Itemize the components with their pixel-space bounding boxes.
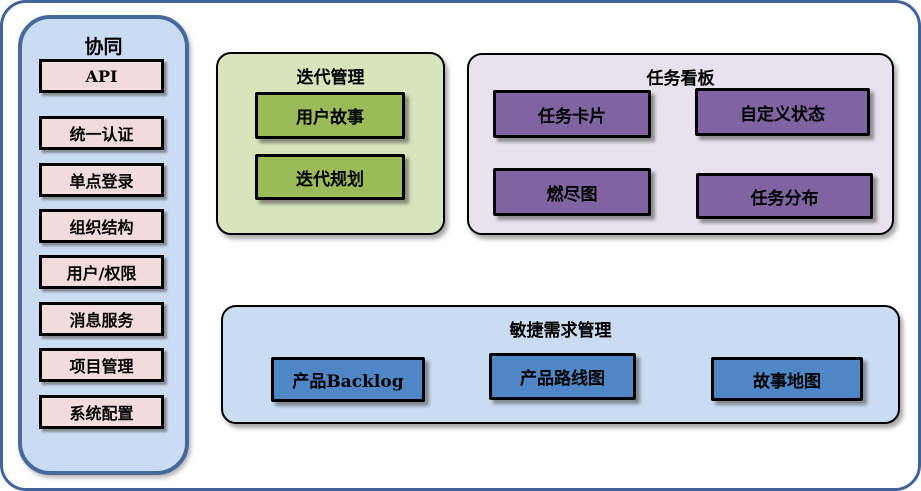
sidebar-item-message-service: 消息服务 <box>39 302 164 336</box>
sidebar-item-unified-auth: 统一认证 <box>39 116 164 150</box>
sidebar-item-org-structure: 组织结构 <box>39 209 164 243</box>
custom-status-box: 自定义状态 <box>695 88 870 136</box>
group-iteration-management: 迭代管理 用户故事 迭代规划 <box>216 52 445 235</box>
group-agile-requirements-title: 敏捷需求管理 <box>509 321 612 341</box>
sidebar-collaboration: 协同 API 统一认证 单点登录 组织结构 用户/权限 消息服务 项目管理 系统… <box>18 15 189 475</box>
group-iteration-title: 迭代管理 <box>296 68 365 88</box>
task-distribution-box: 任务分布 <box>696 173 873 219</box>
iteration-planning-box: 迭代规划 <box>255 154 405 200</box>
sidebar-item-project-management: 项目管理 <box>39 348 164 382</box>
story-map-box: 故事地图 <box>711 357 863 401</box>
product-roadmap-box: 产品路线图 <box>489 353 636 400</box>
sidebar-item-api: API <box>39 59 164 93</box>
sidebar-item-single-sign-on: 单点登录 <box>39 163 164 197</box>
sidebar-item-user-permissions: 用户/权限 <box>39 255 164 289</box>
burndown-chart-box: 燃尽图 <box>493 168 651 216</box>
task-card-box: 任务卡片 <box>493 90 651 138</box>
sidebar-item-system-config: 系统配置 <box>39 395 164 429</box>
sidebar-title: 协同 <box>84 36 123 58</box>
user-story-box: 用户故事 <box>255 92 405 139</box>
group-agile-requirements: 敏捷需求管理 产品Backlog 产品路线图 故事地图 <box>221 305 900 424</box>
product-backlog-box: 产品Backlog <box>271 357 425 402</box>
group-task-board-title: 任务看板 <box>646 69 715 89</box>
group-task-board: 任务看板 任务卡片 自定义状态 燃尽图 任务分布 <box>467 53 894 235</box>
